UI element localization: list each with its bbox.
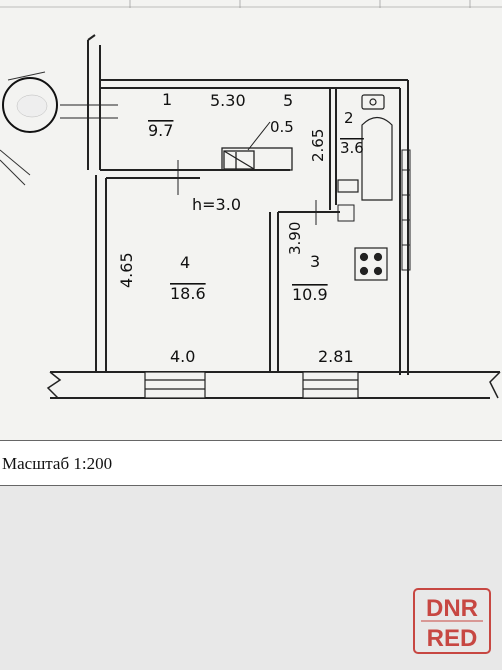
watermark-line1: DNR <box>426 595 478 622</box>
room-2-area: 3.6 <box>340 139 364 157</box>
room-3-area: 10.9 <box>292 285 328 304</box>
blank-area <box>0 486 502 670</box>
kitchen-depth-label: 3.90 <box>286 222 304 255</box>
sticker-icon <box>2 77 58 133</box>
room-width-label: 4.0 <box>170 347 195 366</box>
room-depth-label: 4.65 <box>117 252 136 288</box>
floor-plan-sheet: 5.30 5 1 9.7 2 3.6 3 10.9 4 18.6 0.5 2.6… <box>0 0 502 399</box>
closet-width-label: 0.5 <box>270 118 294 136</box>
room-3-number: 3 <box>310 252 320 271</box>
kitchen-width-label: 2.81 <box>318 347 354 366</box>
room-1-number: 1 <box>162 90 172 109</box>
room-1-area: 9.7 <box>148 121 173 140</box>
scale-bar: Масштаб 1:200 <box>0 440 502 486</box>
corridor-number: 5 <box>283 91 293 110</box>
total-length: 5.30 <box>210 91 246 110</box>
bath-height-label: 2.65 <box>309 129 327 162</box>
scale-label: Масштаб 1:200 <box>2 454 113 473</box>
ceiling-height-label: h=3.0 <box>192 195 241 214</box>
room-2-number: 2 <box>344 109 354 127</box>
room-4-number: 4 <box>180 253 190 272</box>
watermark-logo: DNR RED <box>413 588 491 654</box>
watermark-line2: RED <box>427 625 478 652</box>
room-4-area: 18.6 <box>170 284 206 303</box>
floor-plan-drawing: 5.30 5 1 9.7 2 3.6 3 10.9 4 18.6 0.5 2.6… <box>0 0 502 399</box>
